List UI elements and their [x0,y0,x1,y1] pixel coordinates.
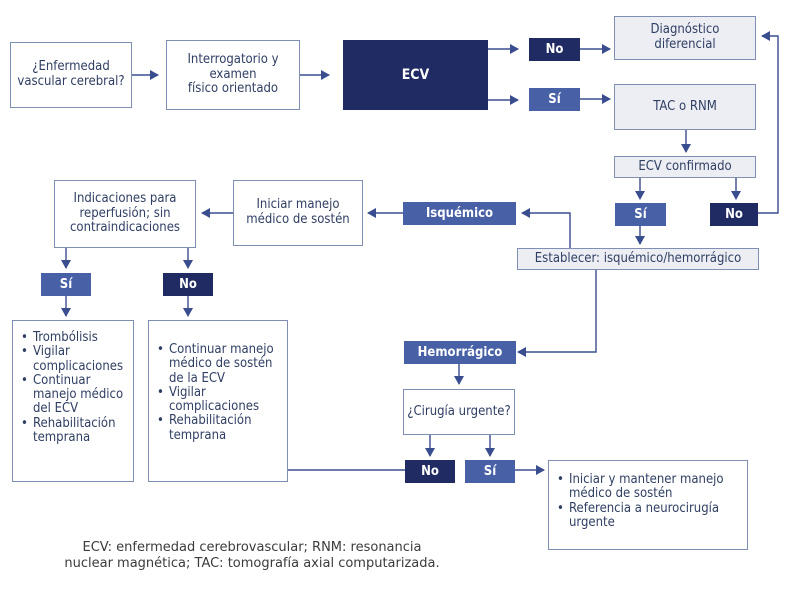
no-tag-cirugia: No [405,460,455,483]
neurocirugia-list: Iniciar y mantener manejo médico de sost… [548,460,748,550]
hemorragico-tag: Hemorrágico [404,341,516,364]
si-tag-top: Sí [529,88,580,111]
indicaciones-box: Indicaciones para reperfusión; sin contr… [54,180,196,248]
list-item: Continuar manejo médico de sostén de la … [157,342,281,386]
ecv-confirmado-box: ECV confirmado [614,156,756,178]
si-tag-cirugia: Sí [465,460,515,483]
interrogatorio-box: Interrogatorio y examen físico orientado [166,40,300,110]
no-tag-confirmado: No [710,203,758,226]
tac-box: TAC o RNM [614,84,756,130]
si-tag-confirmado: Sí [615,203,666,226]
cirugia-box: ¿Cirugía urgente? [403,389,515,435]
no-tag-top: No [529,38,580,61]
list-item: Trombólisis [21,330,127,345]
list-item: Rehabilitación temprana [21,416,127,446]
diagnostico-box: Diagnóstico diferencial [614,16,756,60]
arrow-establecer-isquemico [521,208,571,248]
list-item: Vigilar complicaciones [157,385,281,415]
ecv-box: ECV [343,40,488,110]
si-tag-reperfusion: Sí [41,273,91,296]
no-tag-reperfusion: No [163,273,213,296]
continuar-list: Continuar manejo médico de sostén de la … [148,320,288,482]
isquemico-tag: Isquémico [403,202,516,225]
enfermedad-box: ¿Enfermedad vascular cerebral? [10,42,132,108]
list-item: Vigilar complicaciones [21,345,127,374]
establecer-box: Establecer: isquémico/hemorrágico [517,248,759,270]
list-item: Referencia a neurocirugía urgente [557,501,741,531]
list-item: Iniciar y mantener manejo médico de sost… [557,472,741,502]
arrow-no-diagnostico-loop [758,31,779,214]
list-item: Rehabilitación temprana [157,414,281,443]
footnote: ECV: enfermedad cerebrovascular; RNM: re… [64,540,440,572]
trombolisis-list: TrombólisisVigilar complicacionesContinu… [12,320,134,482]
iniciar-manejo-box: Iniciar manejo médico de sostén [233,180,363,246]
list-item: Continuar manejo médico del ECV [21,373,127,417]
arrow-establecer-hemorragico [517,270,597,357]
